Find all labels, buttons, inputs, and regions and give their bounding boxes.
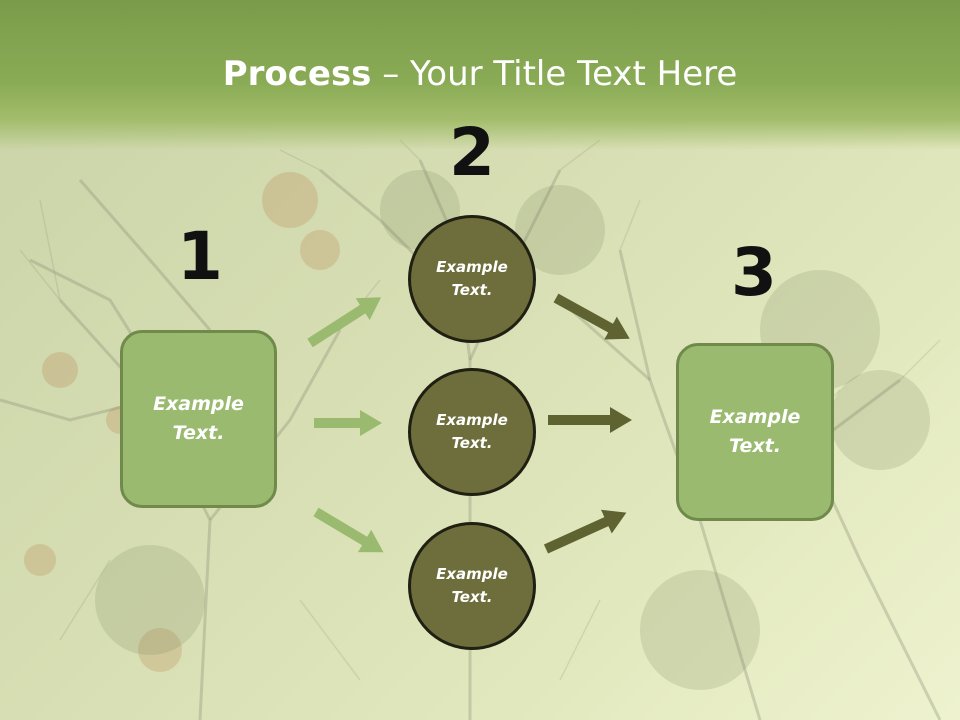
circle-middle: Example Text.	[408, 368, 536, 496]
right-box-text: Example Text.	[709, 406, 801, 457]
header-band	[0, 0, 960, 150]
step-number-3: 3	[731, 234, 777, 311]
circle-top-text: Example Text.	[436, 258, 508, 299]
circle-bottom-text: Example Text.	[436, 565, 508, 606]
right-box: Example Text.	[676, 343, 834, 521]
title-rest: – Your Title Text Here	[371, 54, 738, 94]
circle-middle-text: Example Text.	[436, 411, 508, 452]
slide-title: Process – Your Title Text Here	[0, 52, 960, 96]
step-number-2: 2	[449, 114, 495, 191]
step-number-1: 1	[177, 218, 223, 295]
title-bold: Process	[222, 54, 372, 94]
left-box-text: Example Text.	[153, 393, 244, 444]
circle-top: Example Text.	[408, 215, 536, 343]
left-box: Example Text.	[120, 330, 277, 508]
circle-bottom: Example Text.	[408, 522, 536, 650]
